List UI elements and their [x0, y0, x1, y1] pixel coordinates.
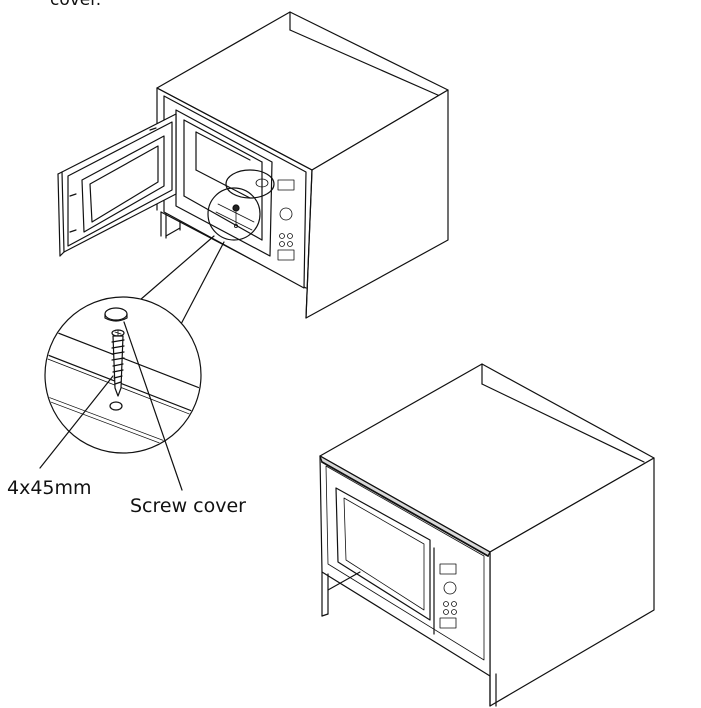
- caption-fragment: cover.: [50, 0, 102, 10]
- cabinet-with-open-microwave-icon: [57, 11, 449, 319]
- screw-size-label: 4x45mm: [7, 477, 92, 499]
- cabinet-with-closed-microwave-icon: [319, 363, 655, 707]
- detail-connector: [139, 235, 225, 327]
- screw-detail-magnifier-icon: [39, 296, 202, 491]
- screw-cover-label: Screw cover: [130, 495, 246, 517]
